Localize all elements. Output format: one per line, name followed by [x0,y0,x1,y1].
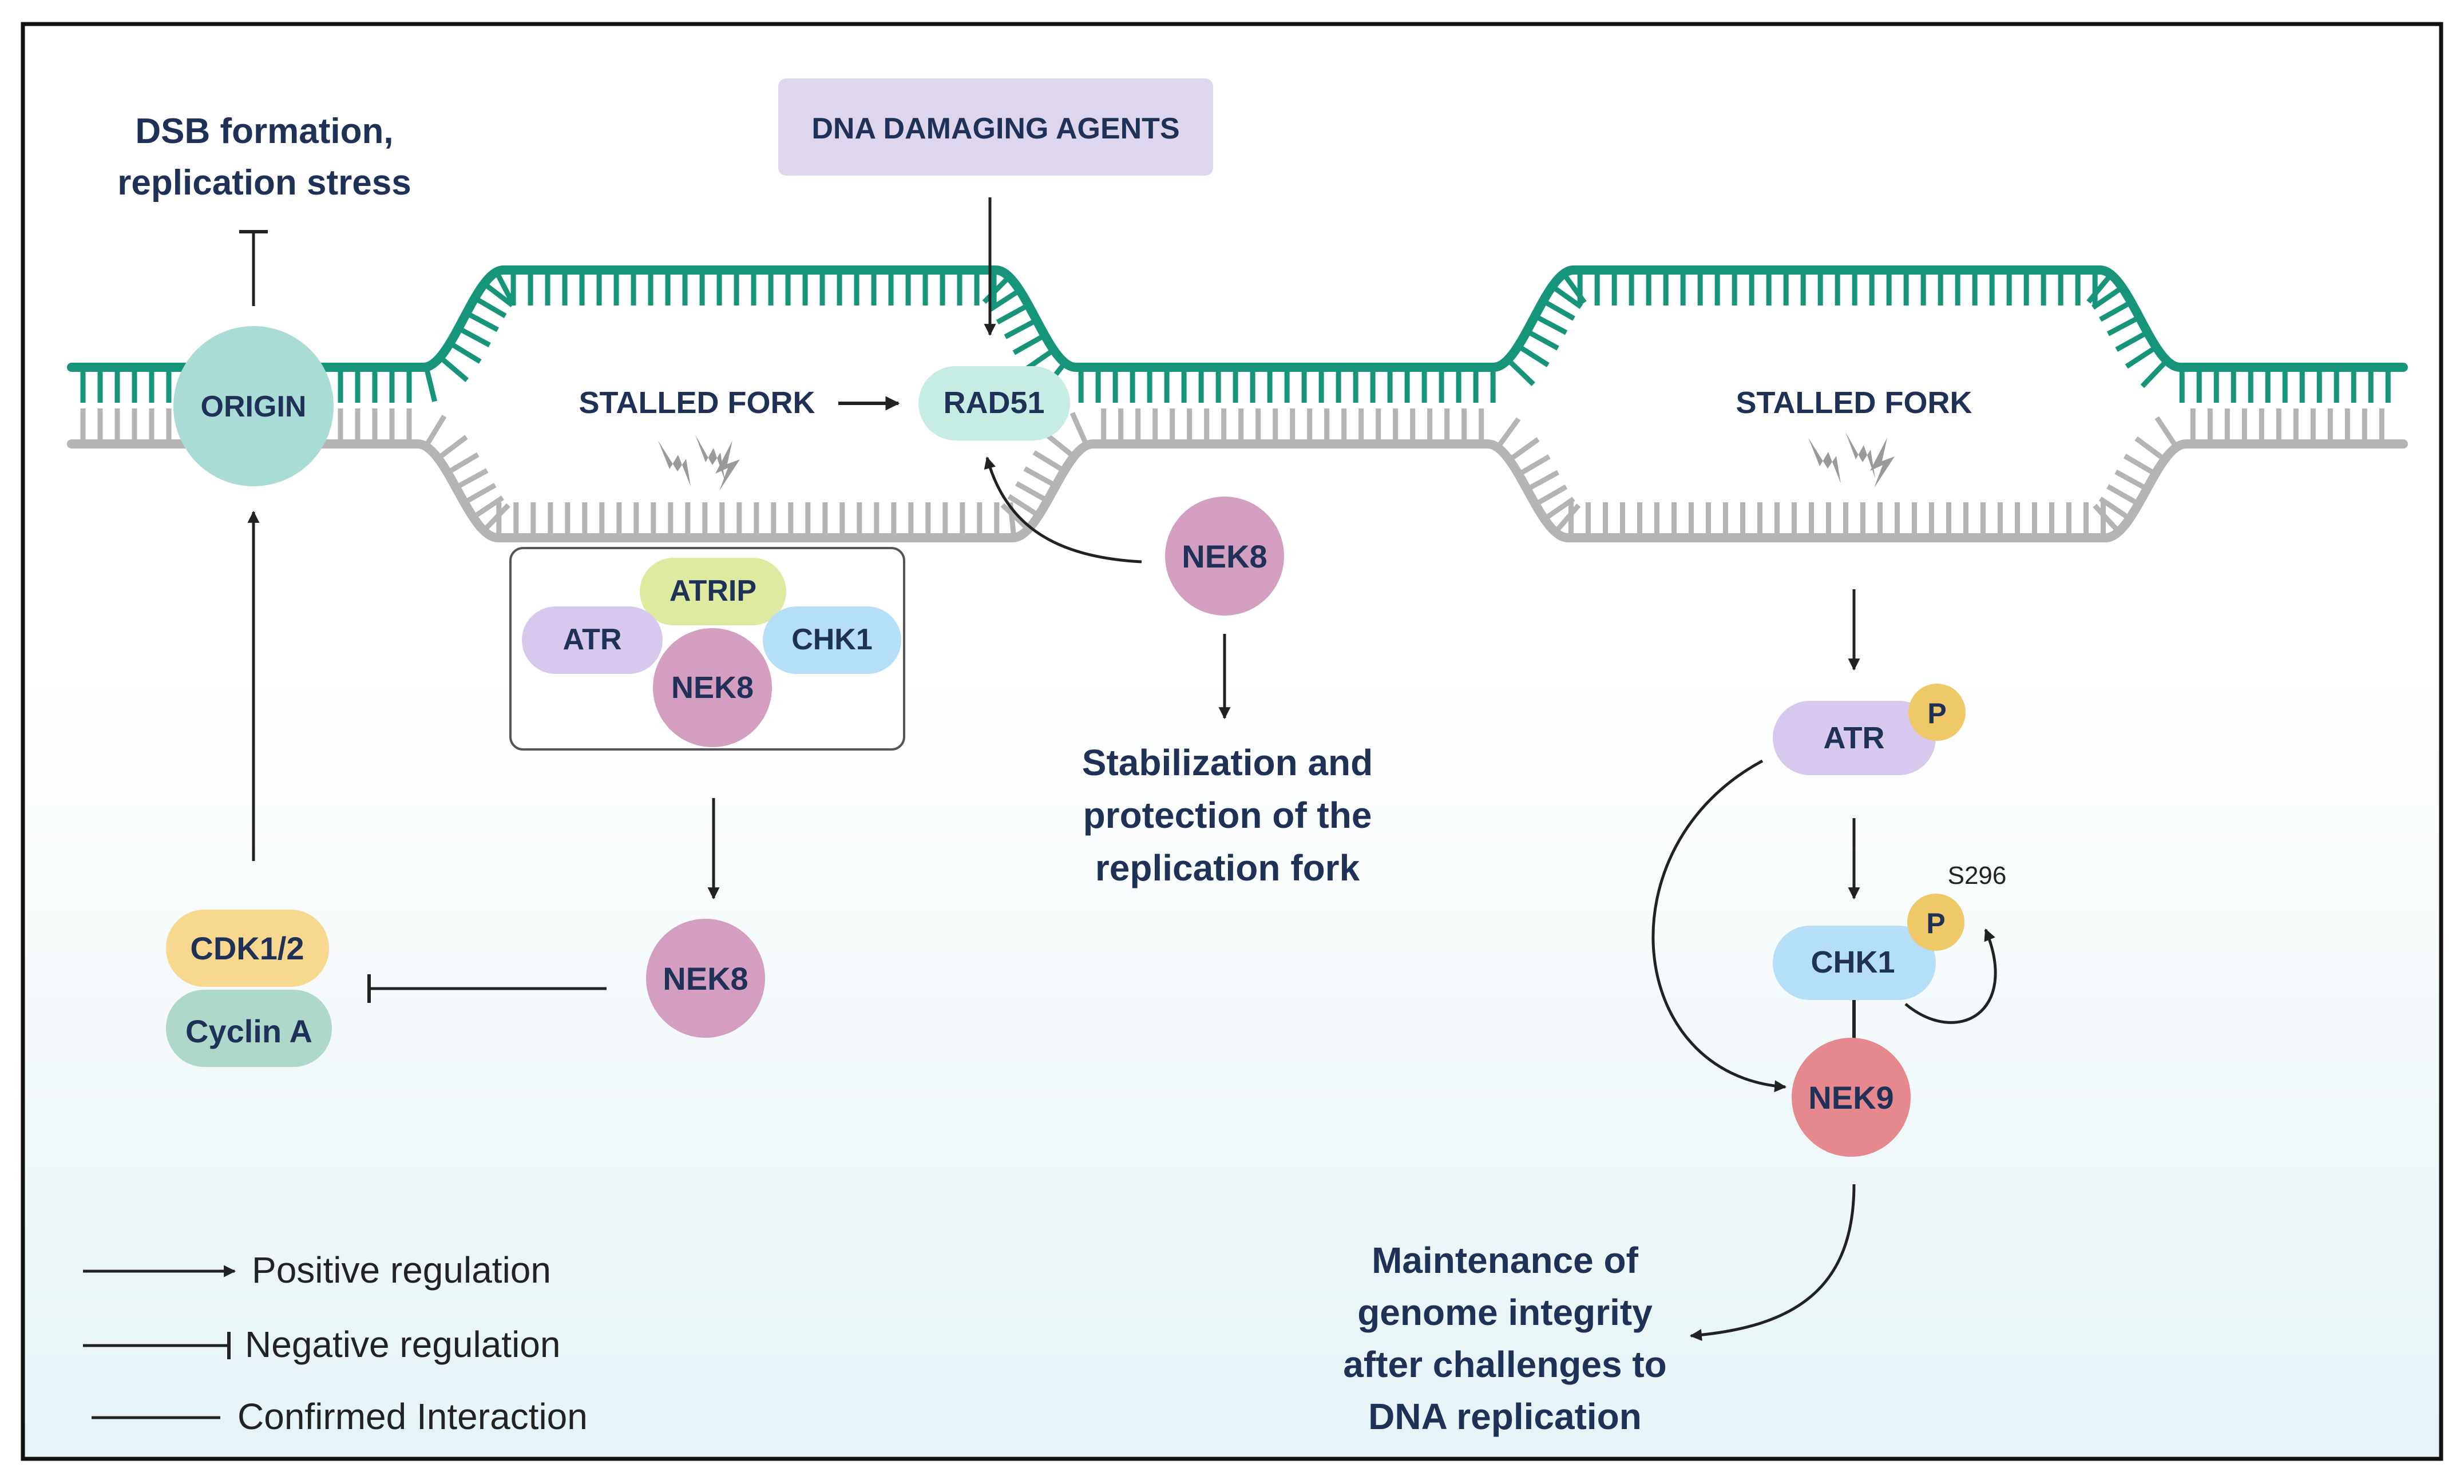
damaging-agents-label: DNA DAMAGING AGENTS [811,112,1179,145]
s296-site-label: S296 [1948,862,2007,890]
chk1-phospho-label: P [1926,907,1945,939]
chk1-label: CHK1 [1811,945,1895,979]
complex-atrip-label: ATRIP [670,574,756,608]
dsb-label-line2: replication stress [117,163,411,203]
dsb-label-line1: DSB formation, [135,112,393,151]
stabilization-line1: Stabilization and [1082,742,1373,783]
nek9-label: NEK9 [1808,1080,1893,1116]
maintenance-line4: DNA replication [1368,1396,1642,1437]
origin-label: ORIGIN [201,390,307,423]
legend-negative-label: Negative regulation [245,1324,560,1365]
atr-label: ATR [1824,721,1885,755]
atr-phospho-label: P [1927,697,1946,729]
stabilization-line2: protection of the [1083,795,1372,836]
complex-chk1-label: CHK1 [791,623,873,656]
cdk12-label: CDK1/2 [190,930,304,966]
legend-interaction-label: Confirmed Interaction [237,1396,588,1437]
complex-atr-label: ATR [562,623,621,656]
maintenance-line2: genome integrity [1357,1292,1653,1333]
maintenance-line3: after challenges to [1343,1344,1667,1385]
stabilization-line3: replication fork [1095,847,1360,888]
diagram-frame [23,24,2441,1459]
rad51-label: RAD51 [943,386,1044,420]
cyclin-a-label: Cyclin A [185,1013,312,1049]
legend-positive-label: Positive regulation [252,1249,551,1291]
maintenance-line1: Maintenance of [1372,1240,1639,1281]
complex-nek8-label: NEK8 [671,670,754,705]
stalled-fork-left-label: STALLED FORK [579,386,815,420]
stalled-fork-right-label: STALLED FORK [1736,386,1972,420]
mid-nek8-label: NEK8 [1182,538,1267,574]
left-nek8-label: NEK8 [663,961,748,997]
